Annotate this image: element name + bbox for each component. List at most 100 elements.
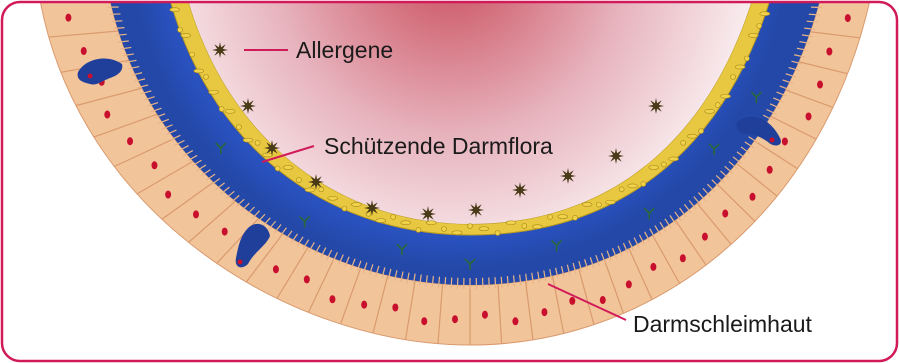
flora-bacterium <box>687 134 697 138</box>
flora-bacterium <box>190 52 195 57</box>
cell-nucleus <box>81 47 87 55</box>
flora-bacterium <box>573 215 578 220</box>
cell-nucleus <box>826 47 832 55</box>
star-burst-icon <box>648 98 664 114</box>
cell-nucleus <box>702 233 708 241</box>
cell-nucleus <box>193 210 199 218</box>
flora-bacterium <box>391 214 396 219</box>
flora-bacterium <box>596 202 601 207</box>
flora-bacterium <box>468 224 473 229</box>
flora-bacterium <box>204 74 209 79</box>
flora-bacterium <box>296 177 301 182</box>
flora-bacterium <box>558 215 568 219</box>
flora-bacterium <box>342 206 347 211</box>
star-burst-icon <box>512 182 528 198</box>
flora-bacterium <box>319 187 324 192</box>
flora-bacterium <box>401 221 411 225</box>
cell-nucleus <box>127 137 133 145</box>
microvillus <box>111 21 122 22</box>
star-burst-icon <box>560 168 576 184</box>
label-allergens: Allergene <box>296 37 393 63</box>
cell-nucleus <box>680 254 686 262</box>
flora-bacterium <box>479 227 489 231</box>
star-burst-icon <box>308 174 324 190</box>
star-burst-icon <box>264 140 280 156</box>
flora-bacterium <box>426 221 436 225</box>
cell-nucleus <box>749 193 755 201</box>
flora-bacterium <box>305 188 315 192</box>
flora-bacterium <box>548 214 553 219</box>
microvillus <box>451 278 452 289</box>
flora-bacterium <box>351 202 361 206</box>
cell-nucleus <box>626 280 632 288</box>
cell-nucleus <box>806 112 812 120</box>
flora-bacterium <box>715 103 720 108</box>
label-mucosa: Darmschleimhaut <box>633 311 813 337</box>
flora-bacterium <box>582 202 592 206</box>
flora-bacterium <box>283 166 293 170</box>
label-flora: Schützende Darmflora <box>324 133 553 159</box>
star-burst-icon <box>420 206 436 222</box>
flora-bacterium <box>178 27 183 32</box>
flora-bacterium <box>442 226 447 231</box>
flora-bacterium <box>628 184 638 188</box>
flora-bacterium <box>721 94 731 98</box>
flora-bacterium <box>495 230 500 235</box>
flora-bacterium <box>532 225 542 229</box>
cell-nucleus <box>767 166 773 174</box>
cell-nucleus <box>273 265 279 273</box>
star-burst-icon <box>240 98 256 114</box>
cell-nucleus <box>165 191 171 199</box>
flora-bacterium <box>757 23 762 28</box>
flora-bacterium <box>328 196 338 200</box>
flora-bacterium <box>243 138 253 142</box>
cell-nucleus <box>569 297 575 305</box>
microvillus <box>809 14 820 15</box>
cell-nucleus <box>104 111 110 119</box>
flora-bacterium <box>669 157 679 161</box>
flora-bacterium <box>681 140 686 145</box>
cell-nucleus <box>650 263 656 271</box>
flora-bacterium <box>619 187 624 192</box>
flora-bacterium <box>641 181 646 186</box>
flora-bacterium <box>275 166 280 171</box>
cell-nucleus <box>482 311 488 319</box>
cell-nucleus <box>722 210 728 218</box>
flora-bacterium <box>661 162 666 167</box>
microvillus <box>445 277 446 288</box>
cell-nucleus <box>392 303 398 311</box>
flora-bacterium <box>416 227 421 232</box>
star-burst-icon <box>468 202 484 218</box>
flora-bacterium <box>760 12 770 16</box>
cell-nucleus <box>512 317 518 325</box>
flora-bacterium <box>181 33 191 37</box>
cell-nucleus <box>65 14 71 22</box>
star-burst-icon <box>608 148 624 164</box>
flora-bacterium <box>209 90 219 94</box>
flora-bacterium <box>225 109 235 113</box>
flora-bacterium <box>705 109 715 113</box>
cell-nucleus <box>600 296 606 304</box>
cell-nucleus <box>845 14 851 22</box>
flora-bacterium <box>605 200 615 204</box>
flora-bacterium <box>262 153 272 157</box>
flora-bacterium <box>452 231 462 235</box>
star-burst-icon <box>212 42 228 58</box>
flora-bacterium <box>522 223 527 228</box>
flora-bacterium <box>735 65 745 69</box>
cell-nucleus <box>817 81 823 89</box>
flora-bacterium <box>376 219 386 223</box>
cell-nucleus <box>151 161 157 169</box>
star-burst-icon <box>364 200 380 216</box>
flora-bacterium <box>731 74 736 79</box>
cell-nucleus <box>361 301 367 309</box>
flora-bacterium <box>194 69 204 73</box>
flora-bacterium <box>748 33 758 37</box>
flora-bacterium <box>649 166 659 170</box>
microvillus <box>495 277 496 288</box>
flora-bacterium <box>744 56 749 61</box>
cell-nucleus <box>452 315 458 323</box>
